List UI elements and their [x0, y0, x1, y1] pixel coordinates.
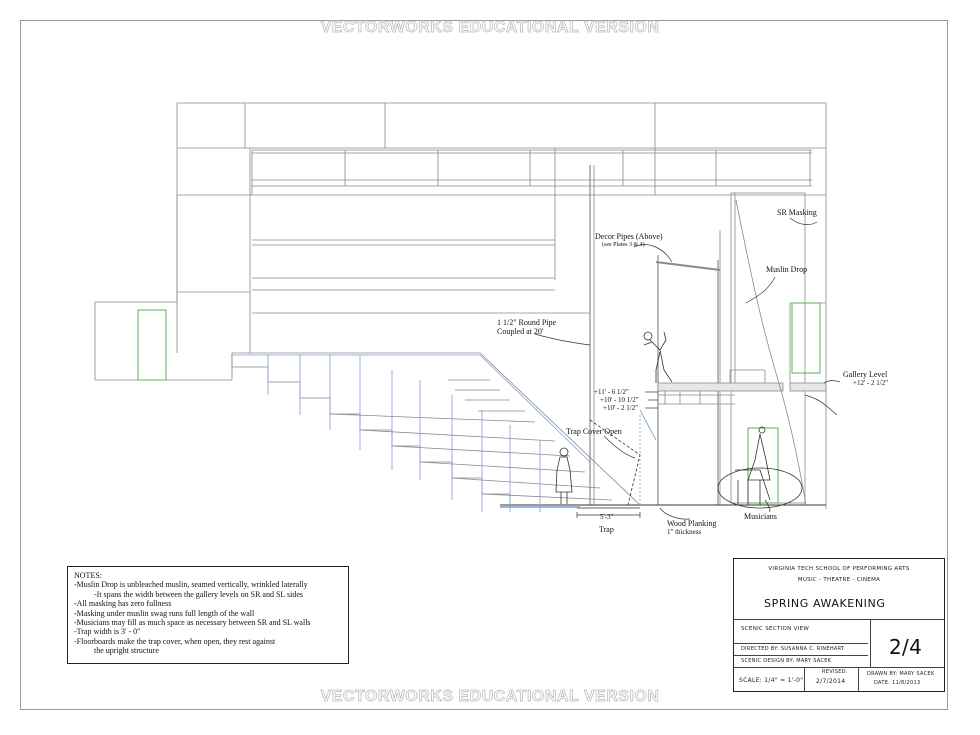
title-scale: SCALE: 1/4" = 1'-0" [739, 677, 804, 684]
green-doors [137, 302, 821, 504]
watermark-top: VECTORWORKS EDUCATIONAL VERSION [320, 19, 660, 37]
label-wood-planking-note: 1" thickness [667, 528, 702, 536]
title-block: VIRGINIA TECH SCHOOL OF PERFORMING ARTS … [733, 558, 945, 692]
notes-line: -Masking under muslin swag runs full len… [74, 608, 255, 618]
watermark-bottom: VECTORWORKS EDUCATIONAL VERSION [320, 688, 660, 706]
title-program: MUSIC - THEATRE - CINEMA [797, 577, 881, 583]
title-date: DATE: 11/8/2013 [874, 680, 921, 686]
label-elevation-3: +10' - 2 1/2" [603, 404, 639, 412]
notes-box: NOTES: -Muslin Drop is unbleached muslin… [67, 566, 349, 664]
label-trap: Trap [599, 525, 614, 534]
notes-line: -Trap width is 3' - 0" [74, 627, 141, 637]
title-view: SCENIC SECTION VIEW [741, 626, 810, 632]
notes-line: -Floorboards make the trap cover, when o… [74, 636, 276, 646]
title-designer: SCENIC DESIGN BY: MARY SACEK [741, 658, 832, 664]
door-right [791, 302, 821, 374]
door-left [137, 309, 167, 381]
label-wood-planking: Wood Planking [667, 519, 717, 528]
label-muslin-drop: Muslin Drop [766, 265, 808, 274]
musicians-sketch [717, 426, 803, 509]
sr-masking [730, 192, 806, 504]
blue-step-lines [232, 354, 657, 512]
title-director: DIRECTED BY: SUSANNA C. RINEHART [741, 646, 845, 652]
label-round-pipe: 1 1/2" Round Pipe [497, 318, 557, 327]
title-revised-date: 2/7/2014 [816, 678, 846, 685]
notes-line: -Muslin Drop is unbleached muslin, seame… [74, 580, 308, 590]
decor-pipe [655, 261, 721, 271]
label-gallery-level: Gallery Level [843, 370, 888, 379]
figure-on-platform [643, 331, 673, 383]
drawing-border [20, 20, 948, 710]
title-drawn-by: DRAWN BY: MARY SACEK [867, 671, 935, 677]
musician-area [747, 427, 779, 504]
label-trap-dimension: 5'-3" [600, 513, 614, 521]
notes-line: -Musicians may fill as much space as nec… [74, 618, 311, 628]
balcony-railing [177, 149, 826, 196]
muslin-drop [735, 199, 807, 506]
notes-line: the upright structure [94, 646, 159, 656]
label-gallery-elevation: +12' - 2 1/2" [853, 379, 889, 387]
building-outline [177, 102, 827, 509]
label-elevation-2: +10' - 10 1/2" [600, 396, 639, 404]
label-decor-pipes: Decor Pipes (Above) [595, 232, 663, 241]
trap-cover [589, 419, 641, 506]
label-trap-cover: Trap Cover Open [566, 427, 622, 436]
label-round-pipe-coupled: Coupled at 20' [497, 327, 544, 336]
label-elevation-1: +11' - 6 1/2" [594, 388, 629, 396]
sheet-number: 2/4 [889, 635, 923, 659]
label-sr-masking: SR Masking [777, 208, 817, 217]
label-musicians: Musicians [744, 512, 777, 521]
notes-line: -It spans the width between the gallery … [94, 589, 303, 599]
title-revised-label: REVISED: [822, 669, 848, 675]
title-production: SPRING AWAKENING [764, 597, 886, 610]
title-school: VIRGINIA TECH SCHOOL OF PERFORMING ARTS [768, 566, 910, 572]
leader-lines [534, 217, 841, 520]
label-decor-pipes-note: (see Plates 3 & 4) [602, 242, 645, 248]
gallery-platform [657, 382, 784, 392]
notes-heading: NOTES: [74, 571, 102, 580]
figure-girl [555, 447, 573, 504]
notes-line: -All masking has zero fullness [74, 599, 172, 609]
